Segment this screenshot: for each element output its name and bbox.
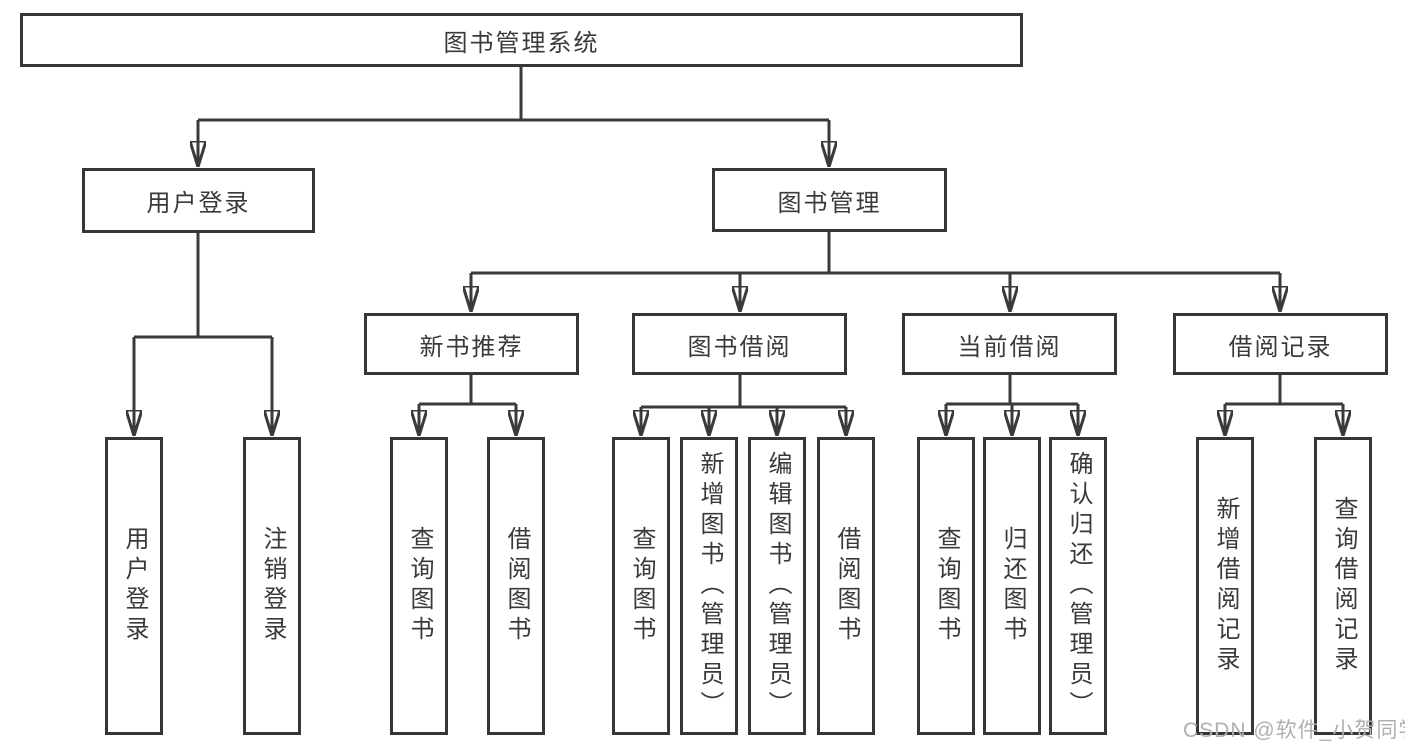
node-current-borrow: 当前借阅 <box>902 313 1117 375</box>
connector-book-borrow-to-leaves <box>641 375 846 435</box>
node-leaf-borrow-books: 借阅图书 <box>817 437 875 735</box>
connector-book-management-to-level3 <box>471 232 1280 311</box>
connector-new-book-recommend-to-leaves <box>419 375 516 435</box>
node-leaf-query-books-borrow: 查询图书 <box>612 437 670 735</box>
csdn-watermark: CSDN @软件_小贺同学 <box>1183 719 1405 742</box>
node-book-borrow: 图书借阅 <box>632 313 847 375</box>
node-leaf-user-login: 用户登录 <box>105 437 163 735</box>
connector-borrow-records-to-leaves <box>1225 375 1343 435</box>
node-leaf-add-borrow-record: 新增借阅记录 <box>1196 437 1254 735</box>
node-leaf-edit-book-admin: 编辑图书（管理员） <box>748 437 806 735</box>
node-new-book-recommend: 新书推荐 <box>364 313 579 375</box>
node-leaf-query-books-recommend: 查询图书 <box>390 437 448 735</box>
node-leaf-borrow-books-recommend: 借阅图书 <box>487 437 545 735</box>
connector-current-borrow-to-leaves <box>946 375 1078 435</box>
node-leaf-query-borrow-record: 查询借阅记录 <box>1314 437 1372 735</box>
node-book-management: 图书管理 <box>712 168 947 232</box>
node-leaf-confirm-return-admin: 确认归还（管理员） <box>1049 437 1107 735</box>
node-library-management-system: 图书管理系统 <box>20 13 1023 67</box>
node-leaf-return-book: 归还图书 <box>983 437 1041 735</box>
node-leaf-query-books-current: 查询图书 <box>917 437 975 735</box>
connector-root-to-level2 <box>198 67 829 166</box>
node-user-login: 用户登录 <box>82 168 315 233</box>
node-leaf-add-book-admin: 新增图书（管理员） <box>680 437 738 735</box>
connector-user-login-to-leaves <box>134 233 272 435</box>
node-borrow-records: 借阅记录 <box>1173 313 1388 375</box>
node-leaf-logout: 注销登录 <box>243 437 301 735</box>
